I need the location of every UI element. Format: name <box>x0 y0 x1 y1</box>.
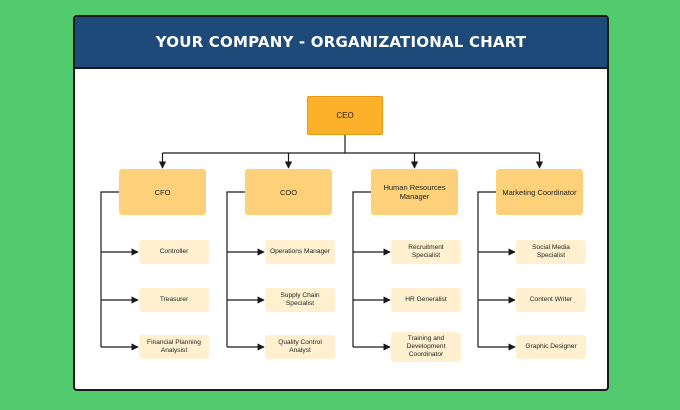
branch-line <box>226 191 245 347</box>
report-box-social-media-specialist: Social Media Specialist <box>516 240 586 264</box>
manager-box-marketing-coordinator: Marketing Coordinator <box>496 169 583 215</box>
report-box-training-and-development-coordinator: Training and Development Coordinator <box>391 332 461 362</box>
report-box-hr-generalist: HR Generalist <box>391 288 461 312</box>
report-label: Graphic Designer <box>525 343 577 351</box>
connector-lines <box>100 135 544 351</box>
manager-label: Marketing Coordinator <box>502 187 577 197</box>
report-label: Training and Development Coordinator <box>406 335 446 358</box>
report-label: Quality Control Analyst <box>278 339 322 354</box>
manager-box-human-resources-manager: Human Resources Manager <box>371 169 458 215</box>
manager-label: Human Resources Manager <box>383 183 446 201</box>
manager-label: COO <box>279 187 298 197</box>
report-box-graphic-designer: Graphic Designer <box>516 335 586 359</box>
manager-box-coo: COO <box>245 169 332 215</box>
manager-label: CFO <box>154 187 171 197</box>
report-label: Recruitment Specialist <box>408 244 444 259</box>
ceo-label: CEO <box>336 110 354 120</box>
report-label: Operations Manager <box>269 248 331 256</box>
report-label: Social Media Specialist <box>532 244 570 259</box>
ceo-box: CEO <box>307 96 383 135</box>
report-box-content-writer: Content Writer <box>516 288 586 312</box>
branch-line <box>352 191 371 347</box>
report-box-supply-chain-specialist: Supply Chain Specialist <box>265 288 335 312</box>
report-box-treasurer: Treasurer <box>139 288 209 312</box>
report-label: Supply Chain Specialist <box>280 292 320 307</box>
report-label: Financial Planning Analysist <box>147 339 201 354</box>
branch-line <box>477 191 496 347</box>
chart-title: YOUR COMPANY - ORGANIZATIONAL CHART <box>155 33 527 51</box>
report-box-financial-planning-analysist: Financial Planning Analysist <box>139 335 209 359</box>
report-box-recruitment-specialist: Recruitment Specialist <box>391 240 461 264</box>
report-label: HR Generalist <box>405 296 447 304</box>
report-box-operations-manager: Operations Manager <box>265 240 335 264</box>
org-chart-frame: YOUR COMPANY - ORGANIZATIONAL CHART CEO … <box>73 15 609 391</box>
report-label: Content Writer <box>529 296 573 304</box>
report-box-quality-control-analyst: Quality Control Analyst <box>265 335 335 359</box>
report-label: Controller <box>159 248 189 256</box>
branch-line <box>100 191 119 347</box>
chart-header: YOUR COMPANY - ORGANIZATIONAL CHART <box>75 17 607 69</box>
manager-box-cfo: CFO <box>119 169 206 215</box>
report-label: Treasurer <box>159 296 189 304</box>
report-box-controller: Controller <box>139 240 209 264</box>
